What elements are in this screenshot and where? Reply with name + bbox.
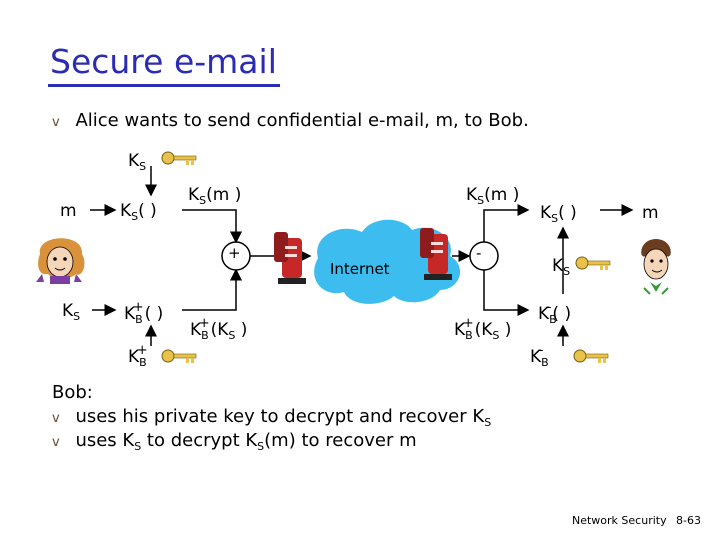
page-number: 8-63 — [676, 514, 701, 527]
ks-encrypt-box: KS( ) — [120, 201, 157, 223]
bullet-icon: v — [52, 435, 60, 450]
footer-title: Network Security — [572, 514, 667, 527]
internet-label: Internet — [330, 260, 390, 278]
intro-text: Alice wants to send confidential e-mail,… — [75, 110, 529, 131]
bob-icon — [641, 239, 671, 295]
router-icon — [274, 232, 306, 284]
kb-ks-output-label: KB+(KS ) — [190, 316, 248, 342]
recovered-session-key-label: KS — [552, 256, 571, 278]
ks-m-input-label: KS(m ) — [466, 185, 520, 207]
kb-decrypt-box: KB-( ) — [538, 300, 572, 326]
line-minus-to-ks-decrypt — [483, 204, 530, 242]
bob-private-key-label: KB- — [530, 343, 549, 369]
alice-icon — [36, 238, 85, 284]
key-icon — [573, 349, 609, 363]
line-kb-encrypt-to-plus — [182, 268, 242, 311]
key-icon — [161, 151, 197, 165]
session-key-label: KS — [128, 151, 147, 173]
bullet-icon: v — [52, 115, 60, 130]
bob-point-2: v uses KS to decrypt KS(m) to recover m — [52, 430, 417, 453]
alice-message-label: m — [60, 201, 77, 221]
ks-m-output-label: KS(m ) — [188, 185, 242, 207]
title-underline — [48, 84, 280, 87]
line-ks-encrypt-to-plus — [182, 209, 242, 244]
router-icon — [420, 228, 452, 280]
minus-node-label: - — [476, 244, 482, 262]
bob-point-1: v uses his private key to decrypt and re… — [52, 406, 492, 429]
kb-ks-input-label: KB+(KS ) — [454, 316, 512, 342]
key-icon — [161, 349, 197, 363]
intro-bullet: v Alice wants to send confidential e-mai… — [52, 110, 529, 131]
bob-heading: Bob: — [52, 382, 93, 403]
key-icon — [575, 256, 611, 270]
bullet-icon: v — [52, 411, 60, 426]
bob-public-key-label: KB+ — [128, 343, 148, 369]
kb-encrypt-box: KB+( ) — [124, 300, 164, 326]
slide-title: Secure e-mail — [50, 42, 277, 81]
plus-node-label: + — [228, 244, 241, 262]
ks-decrypt-box: KS( ) — [540, 203, 577, 225]
session-key-input-label: KS — [62, 301, 81, 323]
minus-node — [469, 241, 499, 271]
line-minus-to-kb-decrypt — [483, 270, 530, 316]
bob-message-label: m — [642, 203, 659, 223]
